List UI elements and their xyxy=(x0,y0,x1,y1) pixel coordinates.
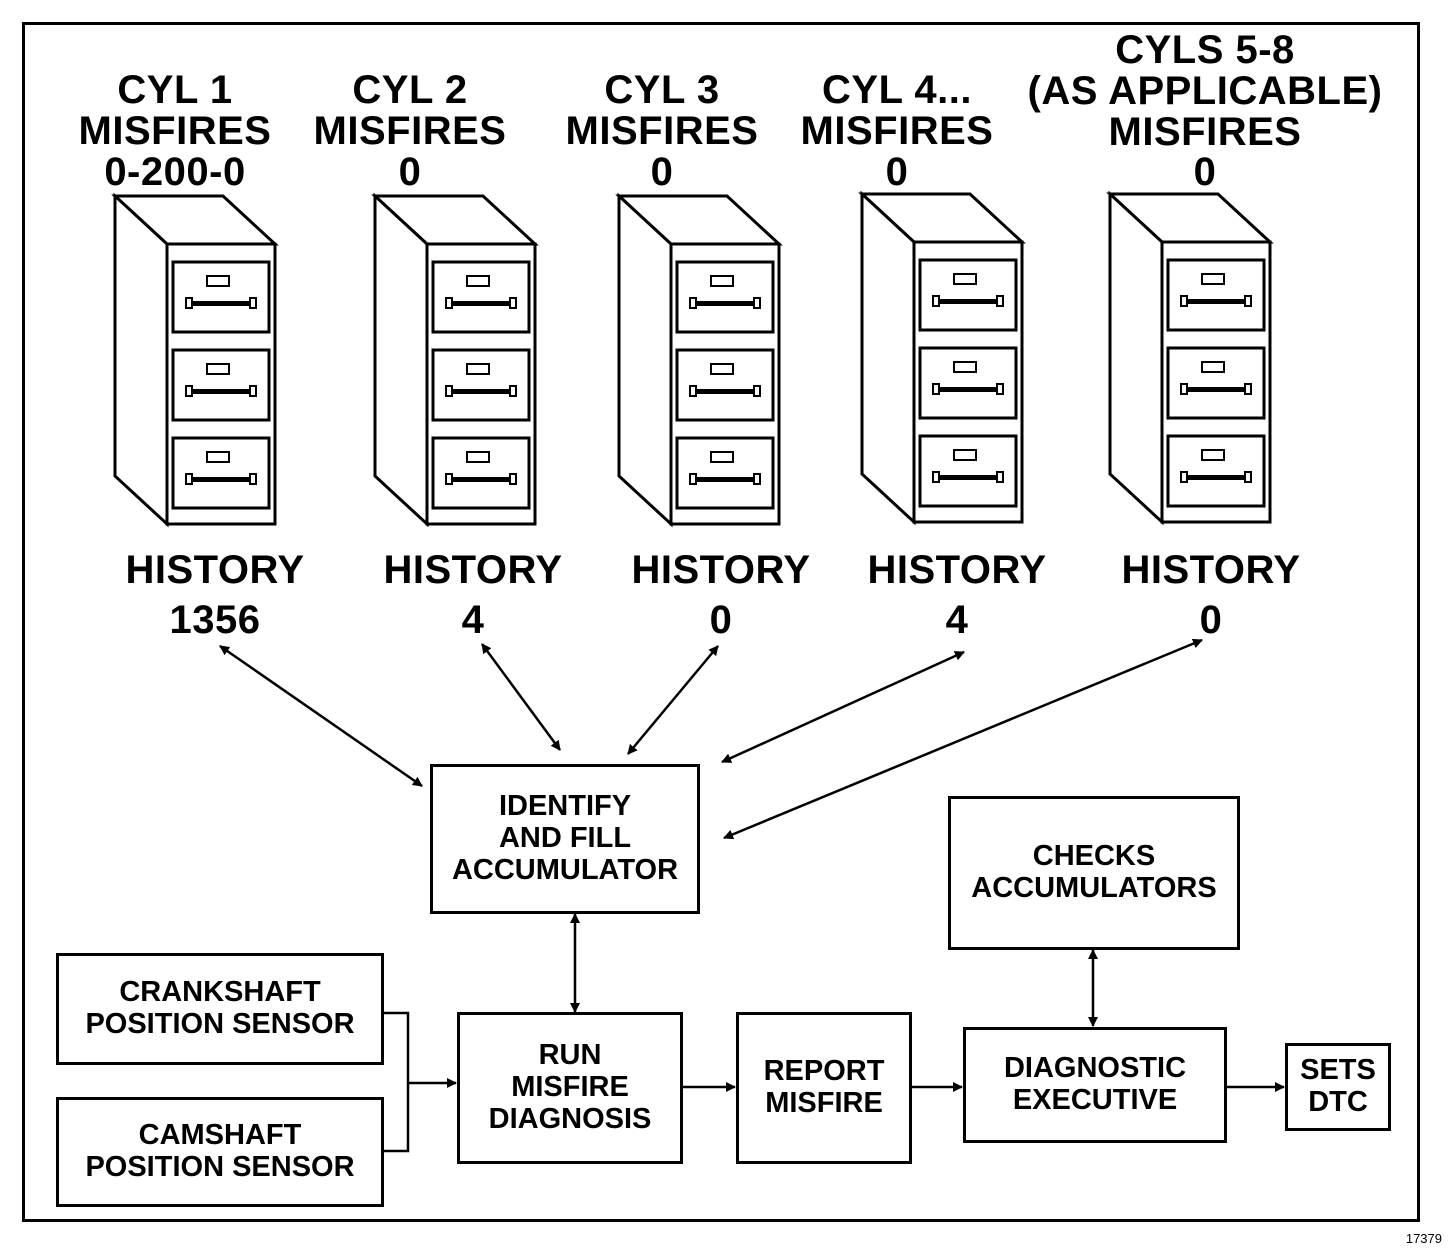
cyl1-misfires-label: MISFIRES xyxy=(78,108,272,153)
cyl5-8-name: CYLS 5-8 xyxy=(1115,28,1295,72)
camshaft-line-1: CAMSHAFT xyxy=(138,1119,302,1152)
cyl3-to-accumulator-arrow xyxy=(627,645,719,755)
dtc-line-1: SETS xyxy=(1300,1054,1376,1087)
cyl5-8-header: CYLS 5-8 (AS APPLICABLE) MISFIRES 0 xyxy=(1010,30,1400,193)
run-line-1: RUN xyxy=(538,1039,602,1072)
cyl2-to-accumulator-arrow xyxy=(480,643,562,751)
cyl2-history: HISTORY 4 xyxy=(358,545,588,645)
cyl4-name: CYL 4... xyxy=(822,68,972,112)
cyl3-name: CYL 3 xyxy=(604,68,720,112)
cyl1-history-label: HISTORY xyxy=(125,548,305,592)
executive-line-2: EXECUTIVE xyxy=(1012,1084,1178,1116)
cyl5-8-cabinet-icon xyxy=(1108,192,1272,524)
cyl2-cabinet-icon xyxy=(373,194,537,526)
cyl5-8-misfires-label: MISFIRES xyxy=(1108,109,1302,154)
crankshaft-line-2: POSITION SENSOR xyxy=(85,1008,355,1040)
identify-line-2: AND FILL xyxy=(498,822,632,855)
run-misfire-diagnosis-box: RUN MISFIRE DIAGNOSIS xyxy=(457,1012,683,1164)
cyl1-header: CYL 1 MISFIRES 0-200-0 xyxy=(50,70,300,192)
report-line-1: REPORT xyxy=(763,1055,885,1088)
cyl5-8-qualifier: (AS APPLICABLE) xyxy=(1027,68,1383,113)
sensor-merge-bracket xyxy=(384,1011,410,1153)
cyl3-header: CYL 3 MISFIRES 0 xyxy=(552,70,772,192)
crankshaft-position-sensor-box: CRANKSHAFT POSITION SENSOR xyxy=(56,953,384,1065)
report-line-2: MISFIRE xyxy=(765,1087,883,1119)
cyl1-history-count: 1356 xyxy=(169,598,261,642)
cyl3-history: HISTORY 0 xyxy=(606,545,836,645)
cyl3-misfires-label: MISFIRES xyxy=(565,108,759,153)
identify-line-1: IDENTIFY xyxy=(498,790,632,823)
cyl4-misfires-count: 0 xyxy=(885,149,909,194)
cyl4-history-count: 4 xyxy=(945,598,969,642)
cyl2-name: CYL 2 xyxy=(352,68,468,112)
identify-fill-accumulator-box: IDENTIFY AND FILL ACCUMULATOR xyxy=(430,764,700,914)
crankshaft-line-1: CRANKSHAFT xyxy=(119,976,321,1009)
cyl3-history-label: HISTORY xyxy=(631,548,811,592)
cyl4-history: HISTORY 4 xyxy=(842,545,1072,645)
cyl2-history-count: 4 xyxy=(461,598,485,642)
cyl2-history-label: HISTORY xyxy=(383,548,563,592)
cyl1-cabinet-icon xyxy=(113,194,277,526)
run-line-3: DIAGNOSIS xyxy=(488,1102,652,1135)
identify-line-3: ACCUMULATOR xyxy=(451,853,679,886)
sets-dtc-box: SETS DTC xyxy=(1285,1043,1391,1131)
diagram-frame xyxy=(22,22,1420,1222)
run-line-2: MISFIRE xyxy=(511,1071,629,1104)
cyl5-8-history: HISTORY 0 xyxy=(1096,545,1326,645)
dtc-line-2: DTC xyxy=(1308,1086,1368,1118)
cyl2-header: CYL 2 MISFIRES 0 xyxy=(300,70,520,192)
cyl4-history-label: HISTORY xyxy=(867,548,1047,592)
cyl2-misfires-label: MISFIRES xyxy=(313,108,507,153)
executive-line-1: DIAGNOSTIC xyxy=(1003,1052,1187,1085)
report-misfire-box: REPORT MISFIRE xyxy=(736,1012,912,1164)
cyl4-to-accumulator-arrow xyxy=(721,650,965,764)
cyl5-8-history-count: 0 xyxy=(1199,598,1223,642)
cyl2-misfires-count: 0 xyxy=(398,149,422,194)
cyl3-misfires-count: 0 xyxy=(650,149,674,194)
cyl5-8-to-accumulator-arrow xyxy=(723,638,1203,840)
cyl1-misfires-count: 0-200-0 xyxy=(104,149,246,194)
cyl1-name: CYL 1 xyxy=(117,68,233,112)
camshaft-position-sensor-box: CAMSHAFT POSITION SENSOR xyxy=(56,1097,384,1207)
camshaft-line-2: POSITION SENSOR xyxy=(85,1151,355,1183)
cyl4-cabinet-icon xyxy=(860,192,1024,524)
cyl1-to-accumulator-arrow xyxy=(219,644,423,788)
cyl5-8-history-label: HISTORY xyxy=(1121,548,1301,592)
cyl4-misfires-label: MISFIRES xyxy=(800,108,994,153)
cyl5-8-misfires-count: 0 xyxy=(1193,150,1217,195)
figure-number: 17379 xyxy=(1405,1231,1442,1246)
cyl1-history: HISTORY 1356 xyxy=(100,545,330,645)
checks-accumulators-box: CHECKS ACCUMULATORS xyxy=(948,796,1240,950)
checks-line-1: CHECKS xyxy=(1032,840,1156,873)
diagnostic-executive-box: DIAGNOSTIC EXECUTIVE xyxy=(963,1027,1227,1143)
cyl3-history-count: 0 xyxy=(709,598,733,642)
cyl3-cabinet-icon xyxy=(617,194,781,526)
cyl4-header: CYL 4... MISFIRES 0 xyxy=(782,70,1012,192)
checks-line-2: ACCUMULATORS xyxy=(971,872,1217,904)
